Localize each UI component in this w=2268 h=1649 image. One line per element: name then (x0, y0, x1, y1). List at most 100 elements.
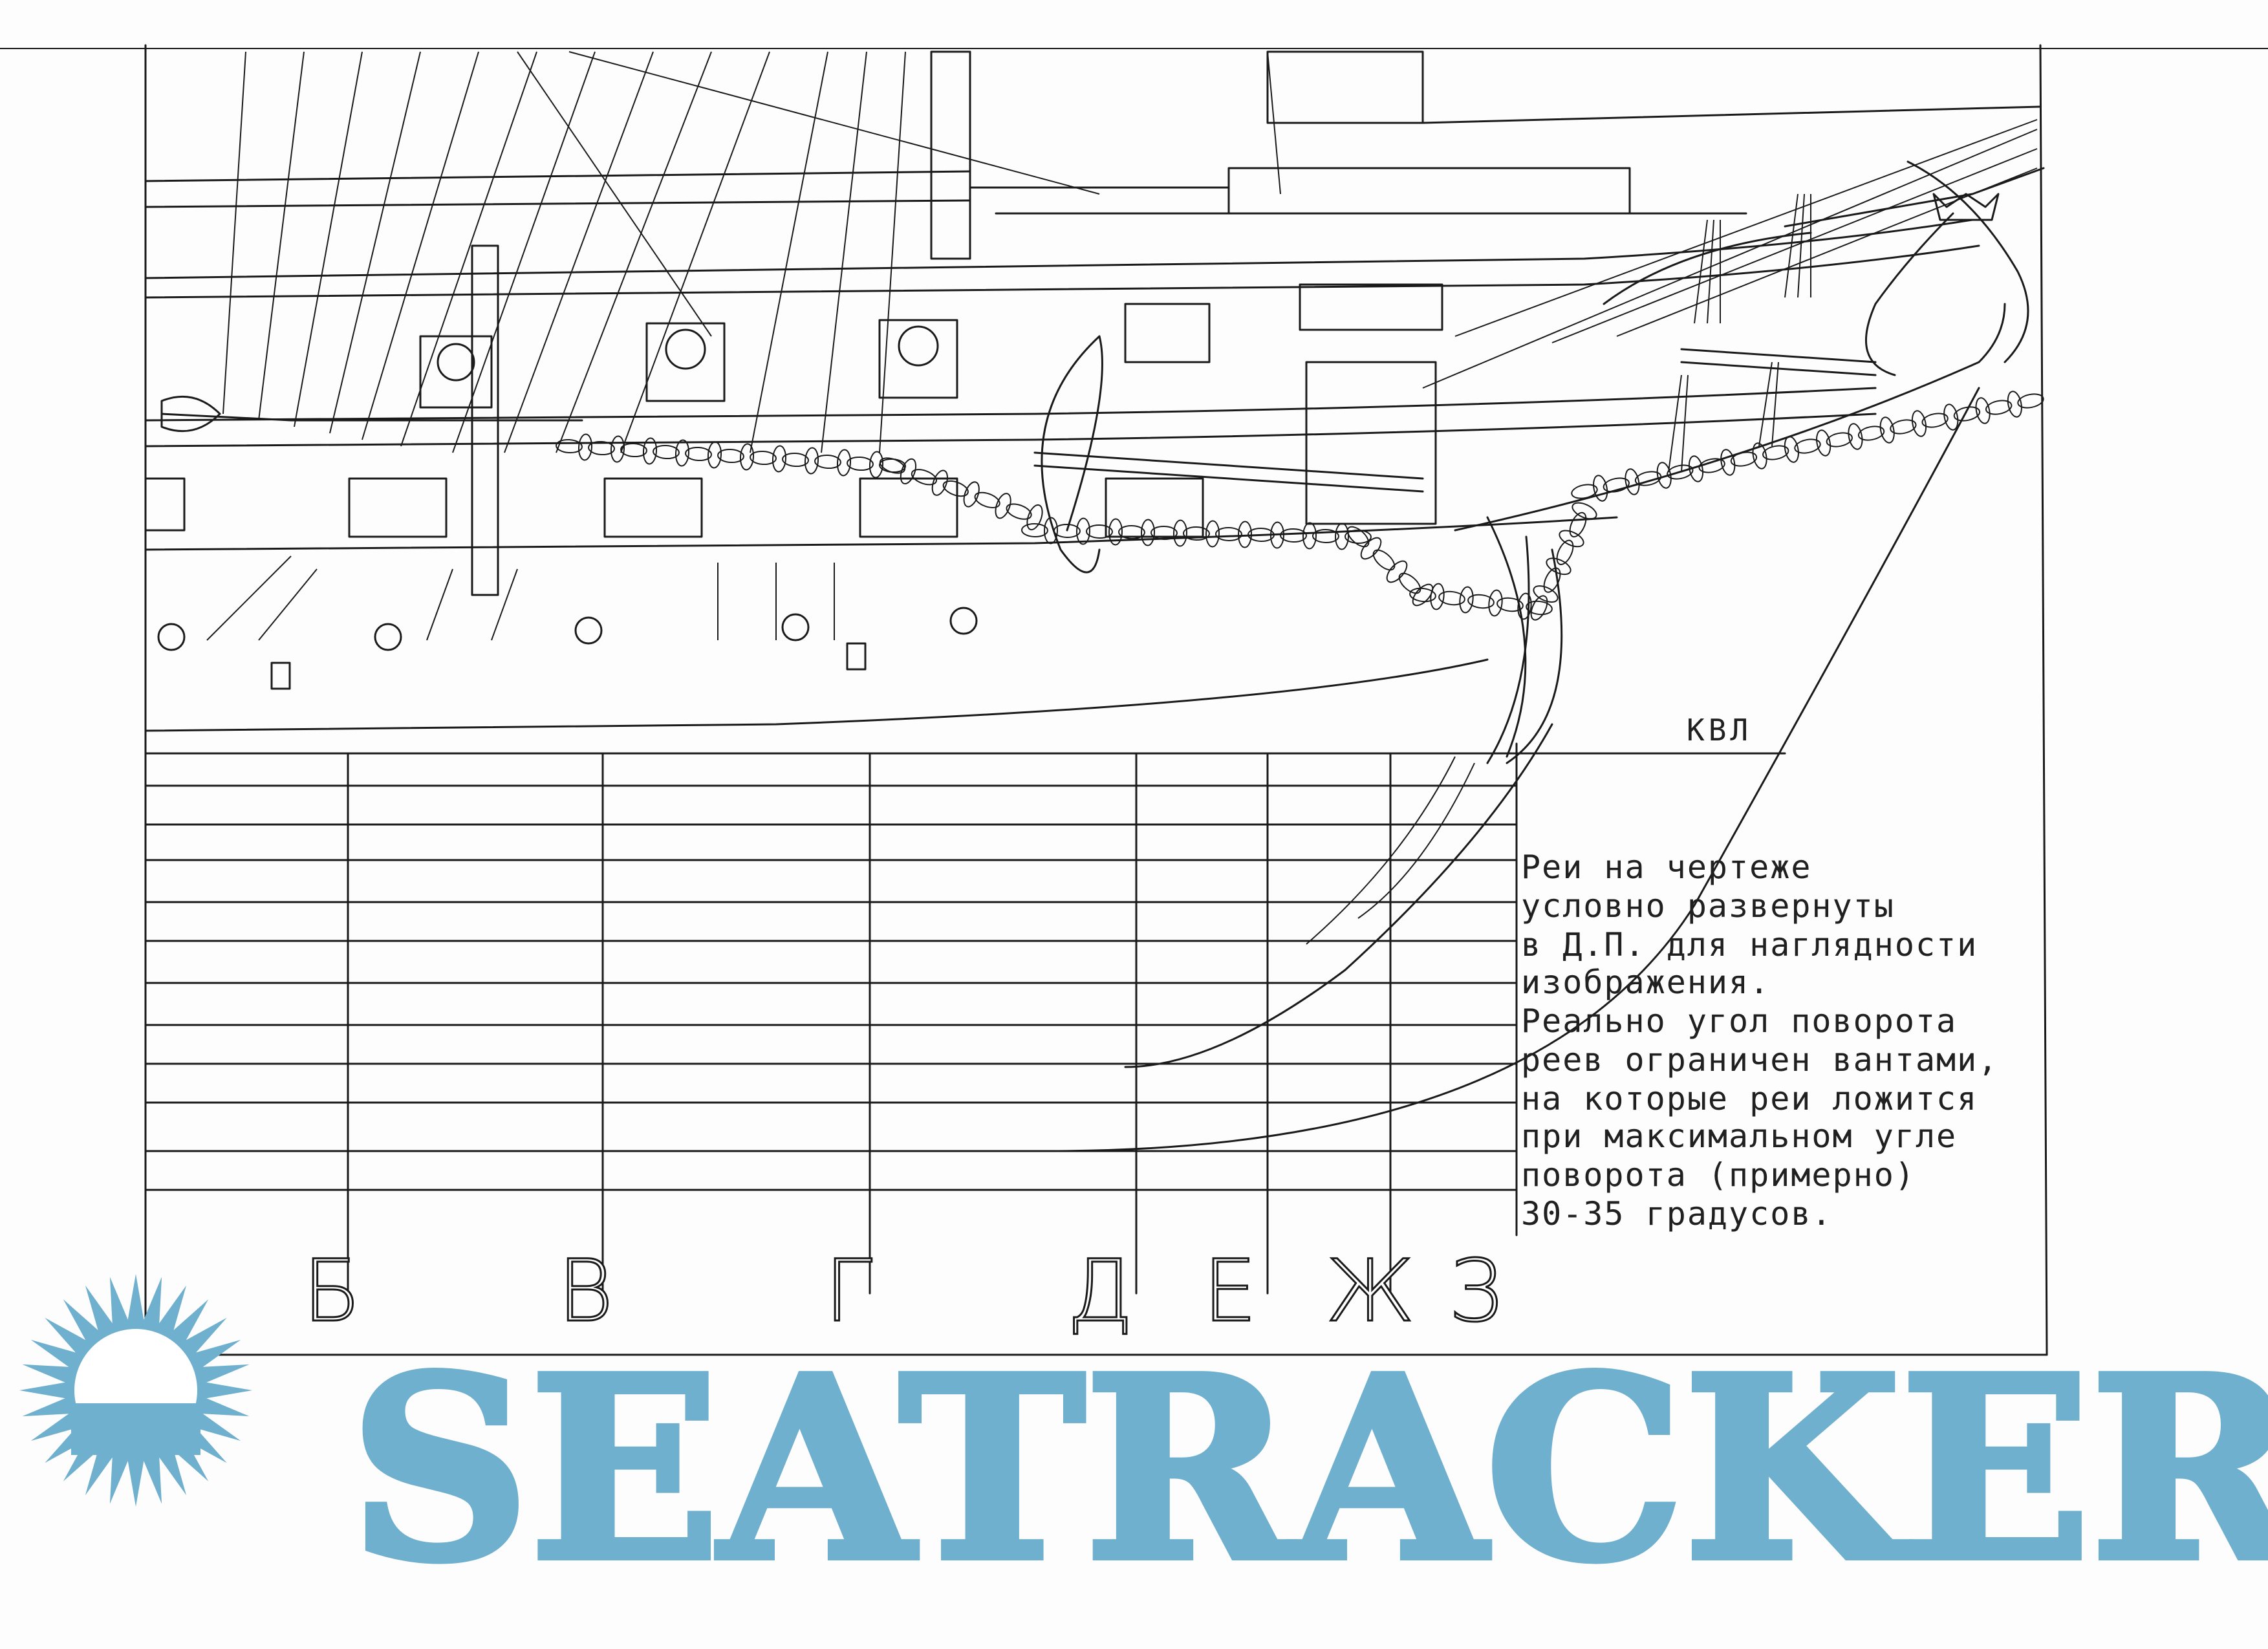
chain-link (2017, 393, 2044, 409)
chain-link (1334, 523, 1350, 550)
crown-icon (1932, 193, 2000, 221)
chain-link (556, 438, 583, 454)
chain-link (739, 443, 755, 471)
upper-deck-structure (144, 50, 2045, 260)
chain-link (1921, 413, 1949, 428)
chain-link (1571, 502, 1597, 520)
chain-link (804, 447, 819, 475)
note-line: условно развернуты (1521, 887, 1895, 925)
chain-link (707, 441, 722, 469)
chain-link (1752, 442, 1767, 469)
rigging-shrouds (222, 51, 2038, 453)
chain-link (1346, 526, 1370, 548)
chain-link (974, 491, 1000, 508)
chain-link (1021, 523, 1048, 538)
chain-link (1975, 397, 1991, 424)
chain-link (1386, 560, 1408, 583)
chain-link (1053, 523, 1081, 539)
chain-link (717, 448, 744, 464)
chain-link (1533, 585, 1559, 603)
chain-link (1467, 594, 1495, 609)
chain-plates (157, 555, 978, 690)
hull-bands (144, 219, 1980, 758)
sun-icon (19, 1274, 252, 1507)
chain-link (836, 449, 852, 477)
waterline-label: КВЛ (1687, 713, 1753, 748)
chain-link (1985, 400, 2013, 415)
chain-link (1857, 426, 1885, 441)
chain-link (1559, 530, 1584, 548)
chain-link (1247, 527, 1275, 543)
note-line: Реи на чертеже (1521, 848, 1812, 886)
chain-link (1430, 583, 1445, 610)
chain-link (1043, 517, 1059, 544)
chain-link (1150, 525, 1178, 541)
chain-link (847, 456, 874, 471)
chain-link (1345, 529, 1372, 544)
chain-link (963, 481, 980, 508)
chain-link (1794, 438, 1821, 454)
chain-link (1625, 468, 1640, 495)
chain-link (1108, 518, 1123, 546)
chain-link (1784, 436, 1799, 463)
chain-link (1205, 520, 1220, 548)
chain-link (1953, 406, 1981, 422)
chain-link (1943, 404, 1959, 431)
gun-ports (144, 303, 1211, 538)
station-label-e: Е (1202, 1241, 1257, 1342)
chain-link (1412, 583, 1434, 607)
chain-link (1879, 416, 1895, 444)
chain-link (1603, 477, 1630, 493)
chain-link (1409, 587, 1436, 603)
stem-lines (969, 387, 1980, 1236)
chain-link (1280, 528, 1307, 543)
chain-link (1398, 572, 1421, 594)
chain-link (1026, 504, 1043, 531)
chain-link (1459, 586, 1474, 614)
chain-link (2007, 391, 2022, 418)
chain-link (578, 433, 593, 461)
chain-link (931, 469, 948, 496)
chain-link (1086, 524, 1113, 539)
chain-link (1688, 455, 1704, 482)
chain-link (620, 442, 647, 458)
chain-link (1215, 526, 1242, 542)
chain-link (1667, 464, 1694, 480)
chain-link (750, 450, 777, 466)
chain-link (610, 435, 625, 463)
chain-link (675, 439, 690, 467)
note-line: поворота (примерно) (1521, 1156, 1916, 1194)
chain-link (782, 452, 809, 468)
chain-link (900, 458, 917, 484)
bow-figurehead (1299, 160, 2029, 764)
chain-link (1826, 432, 1853, 447)
chain-link (1118, 524, 1145, 540)
chain-link (1183, 526, 1210, 541)
chain-link (1006, 503, 1032, 520)
chain-link (1360, 537, 1382, 560)
station-label-b: Б (302, 1241, 363, 1342)
chain-link (1762, 445, 1789, 460)
chain-link (814, 454, 841, 469)
chain-link (1172, 519, 1188, 547)
station-label-zh: Ж (1324, 1241, 1415, 1342)
chain-link (1569, 512, 1587, 538)
chain-link (1237, 521, 1253, 548)
chain-link (642, 437, 658, 465)
chain-link (1816, 429, 1831, 457)
note-line: при максимальном угле (1521, 1117, 1958, 1155)
chain-link (1312, 528, 1339, 544)
chain-link (1269, 521, 1285, 549)
chain-link (685, 446, 712, 462)
note-line: на которые реи ложится (1521, 1080, 1978, 1117)
chain-link (942, 480, 969, 497)
chain-link (1438, 590, 1465, 606)
station-grid (144, 752, 1518, 1295)
station-label-z: З (1448, 1241, 1504, 1342)
chain-link (1556, 539, 1574, 565)
chain-link (1848, 423, 1863, 450)
chain-link (1496, 597, 1524, 612)
chain-link (1526, 600, 1553, 616)
watermark-logo-text: SEATRACKER.RU (346, 1322, 2268, 1617)
